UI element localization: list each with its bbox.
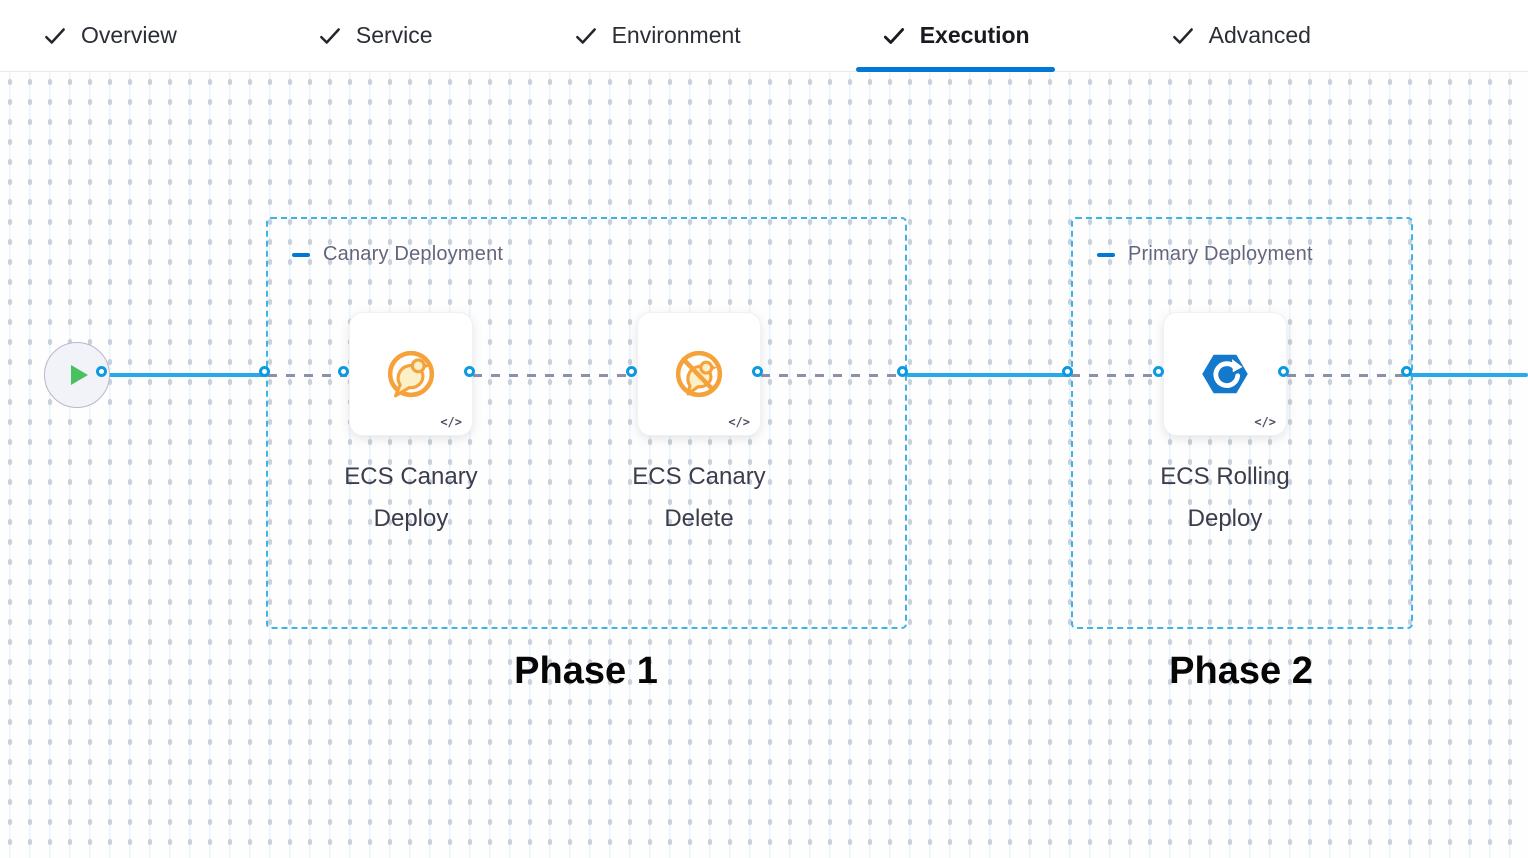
check-icon [319,27,340,44]
tab-label: Advanced [1208,22,1311,48]
tab-execution[interactable]: Execution [811,0,1100,72]
group-header: Primary Deployment [1097,243,1313,266]
step-card-ecs-canary-deploy[interactable]: </> [349,312,473,436]
flow-line-solid [1410,373,1528,377]
flow-line-solid [906,373,1071,377]
step-name: ECS Rolling Deploy [1160,463,1290,532]
connector-port[interactable] [259,366,270,377]
connector-port[interactable] [1062,366,1073,377]
tab-overview[interactable]: Overview [0,0,247,71]
code-badge-icon[interactable]: </> [1254,415,1276,429]
code-badge-icon[interactable]: </> [440,415,462,429]
stage-group-primary-deployment[interactable]: Primary Deployment [1071,217,1413,629]
step-name: ECS Canary Delete [632,463,766,532]
phase-label-2: Phase 2 [1169,650,1313,692]
step-card-ecs-rolling-deploy[interactable]: </> [1163,312,1287,436]
flow-line-dashed [268,374,347,377]
flow-line-dashed [1287,374,1410,377]
canary-delete-icon [675,350,723,398]
tab-label: Overview [81,22,177,48]
collapse-icon[interactable] [1097,252,1115,257]
tab-label: Execution [919,22,1030,48]
tab-label: Environment [611,22,741,48]
tab-environment[interactable]: Environment [503,0,811,71]
flow-line-solid [105,373,268,377]
stage-group-canary-deployment[interactable]: Canary Deployment [266,217,907,629]
collapse-icon[interactable] [292,252,310,257]
flow-line-dashed [1071,374,1162,377]
connector-port[interactable] [464,366,475,377]
pipeline-canvas[interactable]: Canary Deployment Primary Deployment </> [0,72,1528,858]
group-label: Canary Deployment [323,243,504,265]
connector-port[interactable] [1153,366,1164,377]
canary-deploy-icon [387,350,435,398]
check-icon [575,27,596,44]
group-header: Canary Deployment [292,243,503,266]
setup-tab-bar: Overview Service Environment Execution A… [0,0,1528,72]
check-icon [883,27,904,44]
step-name: ECS Canary Deploy [344,463,478,532]
phase-label-1: Phase 1 [514,650,658,692]
connector-port[interactable] [626,366,637,377]
play-icon [71,365,88,385]
connector-port[interactable] [1278,366,1289,377]
connector-port[interactable] [338,366,349,377]
code-badge-icon[interactable]: </> [728,415,750,429]
tab-label: Service [355,22,433,48]
connector-port[interactable] [897,366,908,377]
connector-port[interactable] [96,366,107,377]
check-icon [1172,27,1193,44]
tab-service[interactable]: Service [247,0,503,71]
flow-line-dashed [473,374,635,377]
flow-line-dashed [761,374,906,377]
connector-port[interactable] [1401,366,1412,377]
group-label: Primary Deployment [1128,243,1313,265]
tab-advanced[interactable]: Advanced [1100,0,1381,71]
connector-port[interactable] [752,366,763,377]
step-card-ecs-canary-delete[interactable]: </> [637,312,761,436]
ecs-rolling-deploy-icon [1202,354,1248,394]
check-icon [45,27,65,44]
